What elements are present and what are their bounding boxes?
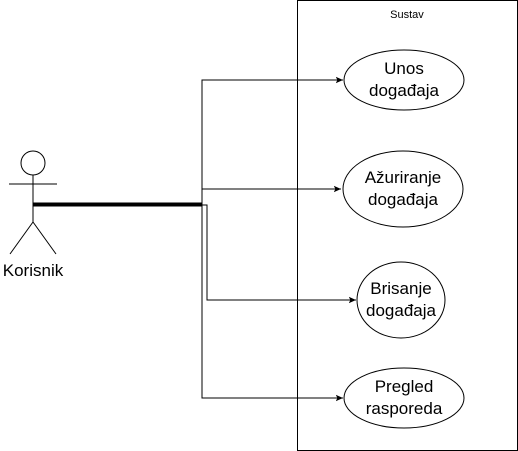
use-case-ellipse-unos xyxy=(343,49,465,111)
use-case-unos-line1: Unos xyxy=(384,59,424,78)
use-case-azuriranje-line1: Ažuriranje xyxy=(364,168,442,187)
use-case-azuriranje-line2: događaja xyxy=(368,190,438,209)
connector-brisanje xyxy=(33,204,356,304)
use-case-ellipse-pregled xyxy=(343,367,465,429)
actor-left-leg xyxy=(9,221,34,255)
use-case-unos-line2: događaja xyxy=(369,81,439,100)
connector-unos xyxy=(33,76,343,204)
use-case-ellipse-azuriranje xyxy=(342,150,464,228)
use-case-brisanje-line2: događaja xyxy=(366,301,436,320)
actor-label: Korisnik xyxy=(2,261,64,280)
use-case-ellipse-brisanje xyxy=(356,261,446,339)
connector-pregled xyxy=(33,205,343,402)
use-case-brisanje: Brisanje događaja xyxy=(357,262,445,338)
use-case-pregled-line1: Pregled xyxy=(374,377,434,396)
use-case-pregled: Pregled rasporeda xyxy=(344,368,464,428)
use-case-pregled-line2: rasporeda xyxy=(365,399,443,418)
actor-figure xyxy=(9,150,57,255)
use-case-azuriranje: Ažuriranje događaja xyxy=(343,151,463,227)
use-case-unos: Unos događaja xyxy=(344,50,464,110)
actor-right-leg xyxy=(32,221,57,255)
actor-head xyxy=(20,150,46,176)
use-case-brisanje-line1: Brisanje xyxy=(370,279,432,298)
system-title: Sustav xyxy=(390,9,424,21)
connector-azuriranje xyxy=(33,185,341,205)
